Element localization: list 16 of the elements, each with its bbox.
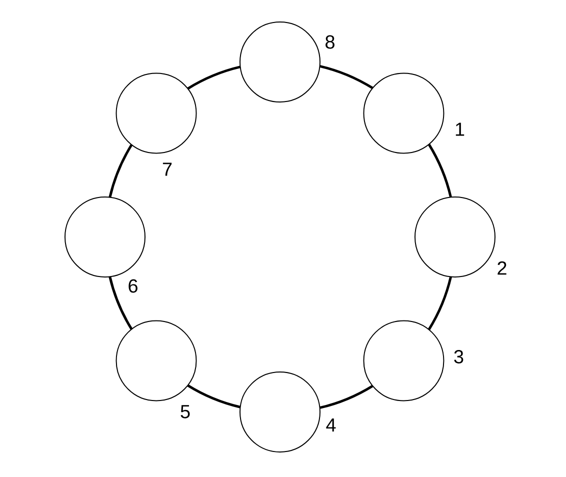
node-number: 5 — [180, 405, 190, 418]
node-number: 6 — [128, 279, 138, 293]
node-number: 8 — [326, 35, 334, 49]
connector-line — [108, 144, 133, 198]
node-number: 1 — [456, 122, 464, 136]
node-number: 4 — [326, 418, 336, 432]
node-number: 2 — [498, 261, 506, 275]
node-number: 7 — [162, 162, 172, 176]
connector-line — [186, 384, 241, 408]
connector-line — [428, 144, 452, 198]
connector-line — [319, 64, 374, 90]
connector-line — [187, 66, 241, 90]
connector-line — [428, 276, 452, 330]
connector-line — [320, 384, 374, 409]
connector-line — [108, 276, 133, 330]
node-number: 3 — [454, 350, 464, 364]
